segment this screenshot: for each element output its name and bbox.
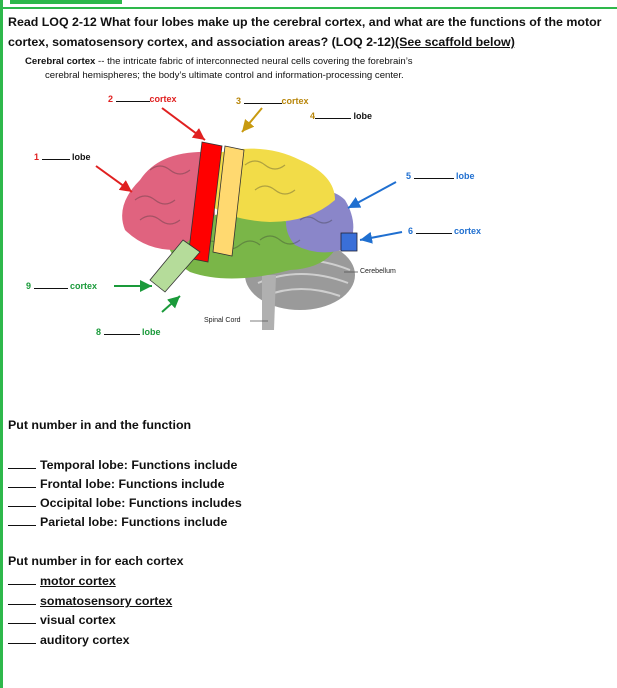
cortex-heading: Put number in for each cortex xyxy=(8,554,184,568)
lobe-item: Parietal lobe: Functions include xyxy=(8,515,227,529)
label-6-blank xyxy=(415,233,452,234)
label-3: 3 cortex xyxy=(236,96,309,106)
top-accent-line xyxy=(0,7,617,9)
label-5-number: 5 xyxy=(406,171,412,181)
label-4-word: lobe xyxy=(353,111,373,121)
label-3-word: cortex xyxy=(281,96,309,106)
brain-diagram xyxy=(95,107,403,330)
label-cerebellum: Cerebellum xyxy=(360,268,396,275)
definition-term: Cerebral cortex xyxy=(25,56,96,67)
label-2-blank xyxy=(115,101,150,102)
cortex-item: motor cortex xyxy=(8,574,116,588)
cortex-item: auditory cortex xyxy=(8,633,130,647)
cortex-item-label: auditory cortex xyxy=(40,633,130,647)
label-2: 2 cortex xyxy=(108,94,177,104)
label-1-word: lobe xyxy=(72,152,91,162)
label-3-blank xyxy=(243,103,282,104)
label-2-number: 2 xyxy=(108,94,114,104)
label-9-blank xyxy=(33,288,68,289)
auditory-cortex-strip xyxy=(149,239,201,293)
somatosensory-cortex-strip xyxy=(212,145,245,257)
label-4-number: 4 xyxy=(310,111,316,121)
lobe-item-label: Parietal lobe: Functions include xyxy=(40,515,228,529)
definition-line2: cerebral hemispheres; the body’s ultimat… xyxy=(45,70,404,81)
arrow-8 xyxy=(161,295,181,313)
top-border xyxy=(0,0,617,9)
label-9-word: cortex xyxy=(70,281,98,291)
label-4: 4 lobe xyxy=(310,111,372,121)
lobes-heading: Put number in and the function xyxy=(8,418,192,432)
label-5-blank xyxy=(413,178,454,179)
cortex-item-label: somatosensory cortex xyxy=(40,594,173,608)
lobe-item: Temporal lobe: Functions include xyxy=(8,458,237,472)
label-3-number: 3 xyxy=(236,96,242,106)
cortex-definition: Cerebral cortex -- the intricate fabric … xyxy=(25,55,585,83)
arrow-2 xyxy=(161,107,206,141)
lobe-item-blank[interactable] xyxy=(8,506,36,507)
cortex-item-label: motor cortex xyxy=(40,574,116,588)
lobe-item: Occipital lobe: Functions includes xyxy=(8,496,242,510)
cortex-item-blank[interactable] xyxy=(8,584,36,585)
label-1-number: 1 xyxy=(34,152,40,162)
arrow-5 xyxy=(347,181,397,209)
label-9-number: 9 xyxy=(26,281,32,291)
cortex-item: visual cortex xyxy=(8,613,116,627)
question-body: Read LOQ 2-12 What four lobes make up th… xyxy=(8,15,602,49)
lobe-item-label: Occipital lobe: Functions includes xyxy=(40,496,242,510)
lobe-item-blank[interactable] xyxy=(8,487,36,488)
lobe-item-blank[interactable] xyxy=(8,468,36,469)
question-text: Read LOQ 2-12 What four lobes make up th… xyxy=(8,12,608,52)
visual-cortex-box xyxy=(340,232,358,252)
lobe-item-blank[interactable] xyxy=(8,525,36,526)
arrow-6 xyxy=(359,231,403,244)
label-6: 6 cortex xyxy=(408,226,481,236)
label-8-blank xyxy=(103,334,140,335)
definition-line1: -- the intricate fabric of interconnecte… xyxy=(95,56,413,67)
motor-cortex-strip xyxy=(187,141,223,263)
lobe-item: Frontal lobe: Functions include xyxy=(8,477,224,491)
cortex-item-blank[interactable] xyxy=(8,643,36,644)
brainstem-shape xyxy=(262,275,276,330)
label-6-word: cortex xyxy=(454,226,482,236)
arrow-3 xyxy=(241,107,263,133)
label-4-blank xyxy=(315,118,352,119)
scaffold-note: (See scaffold below) xyxy=(395,35,515,49)
label-spinal-cord: Spinal Cord xyxy=(204,317,241,324)
top-accent-tab xyxy=(10,0,122,4)
label-1: 1 lobe xyxy=(34,152,91,162)
label-8-word: lobe xyxy=(142,327,161,337)
cortex-item: somatosensory cortex xyxy=(8,594,172,608)
label-5: 5 lobe xyxy=(406,171,475,181)
label-2-word: cortex xyxy=(149,94,177,104)
arrow-1 xyxy=(95,165,133,193)
label-8-number: 8 xyxy=(96,327,102,337)
label-5-word: lobe xyxy=(456,171,475,181)
label-1-blank xyxy=(41,159,70,160)
cortex-item-label: visual cortex xyxy=(40,613,116,627)
label-8: 8 lobe xyxy=(96,327,161,337)
left-border xyxy=(0,0,3,688)
lobe-item-label: Temporal lobe: Functions include xyxy=(40,458,238,472)
label-6-number: 6 xyxy=(408,226,414,236)
cortex-item-blank[interactable] xyxy=(8,623,36,624)
cortex-item-blank[interactable] xyxy=(8,604,36,605)
lobe-item-label: Frontal lobe: Functions include xyxy=(40,477,225,491)
label-9: 9 cortex xyxy=(26,281,97,291)
